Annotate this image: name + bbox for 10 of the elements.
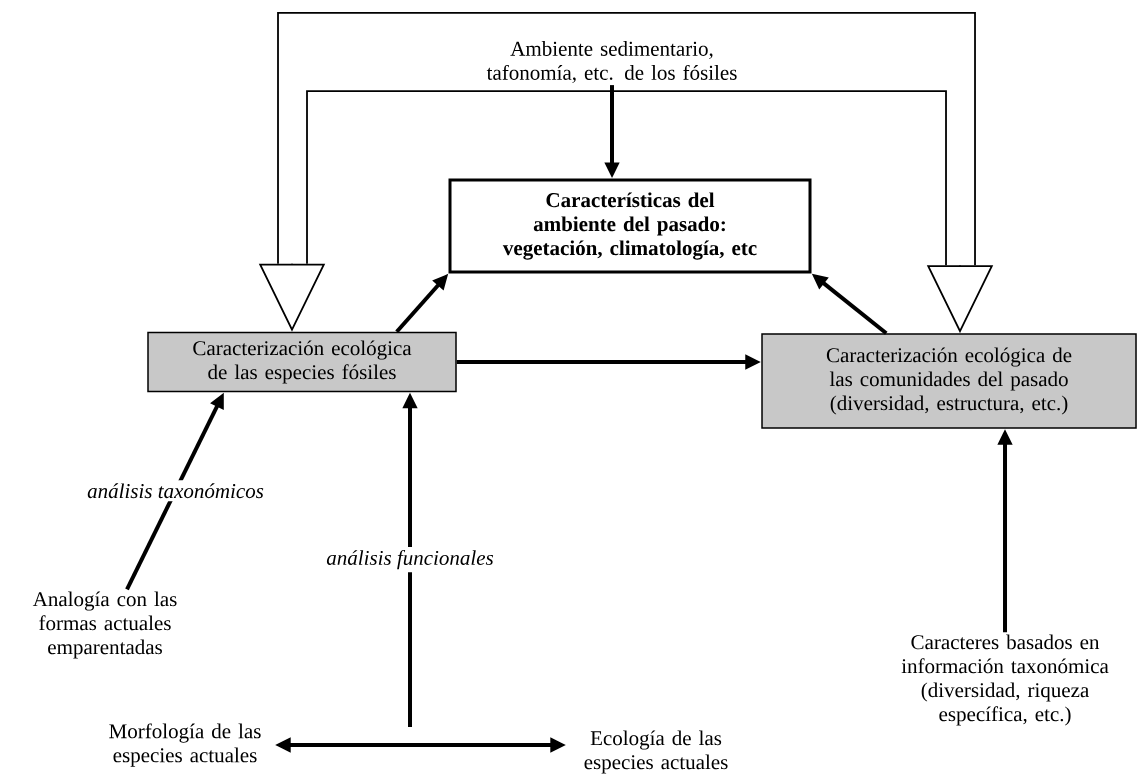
- edge-label: análisis funcionales: [323, 547, 497, 573]
- process-box: Caracterización ecológica de las comunidades del pasado (diversidad, estructura, etc.): [761, 333, 1137, 429]
- process-box: Caracterización ecológica de las especies fósiles: [147, 331, 457, 393]
- text-label: Caracteres basados en información taxonómica (diversidad, riqueza específica, etc.): [901, 634, 1109, 726]
- edge-label: análisis taxonómicos: [84, 480, 267, 502]
- process-box: Características del ambiente del pasado: vegetación, climatología, etc: [448, 178, 812, 274]
- text-label: Morfología de las especies actuales: [109, 723, 261, 767]
- text-label: Ecología de las especies actuales: [584, 730, 728, 774]
- text-label: Ambiente sedimentario, tafonomía, etc. de los fósiles: [486, 41, 737, 83]
- text-label: Analogía con las formas actuales emparentadas: [32, 591, 177, 659]
